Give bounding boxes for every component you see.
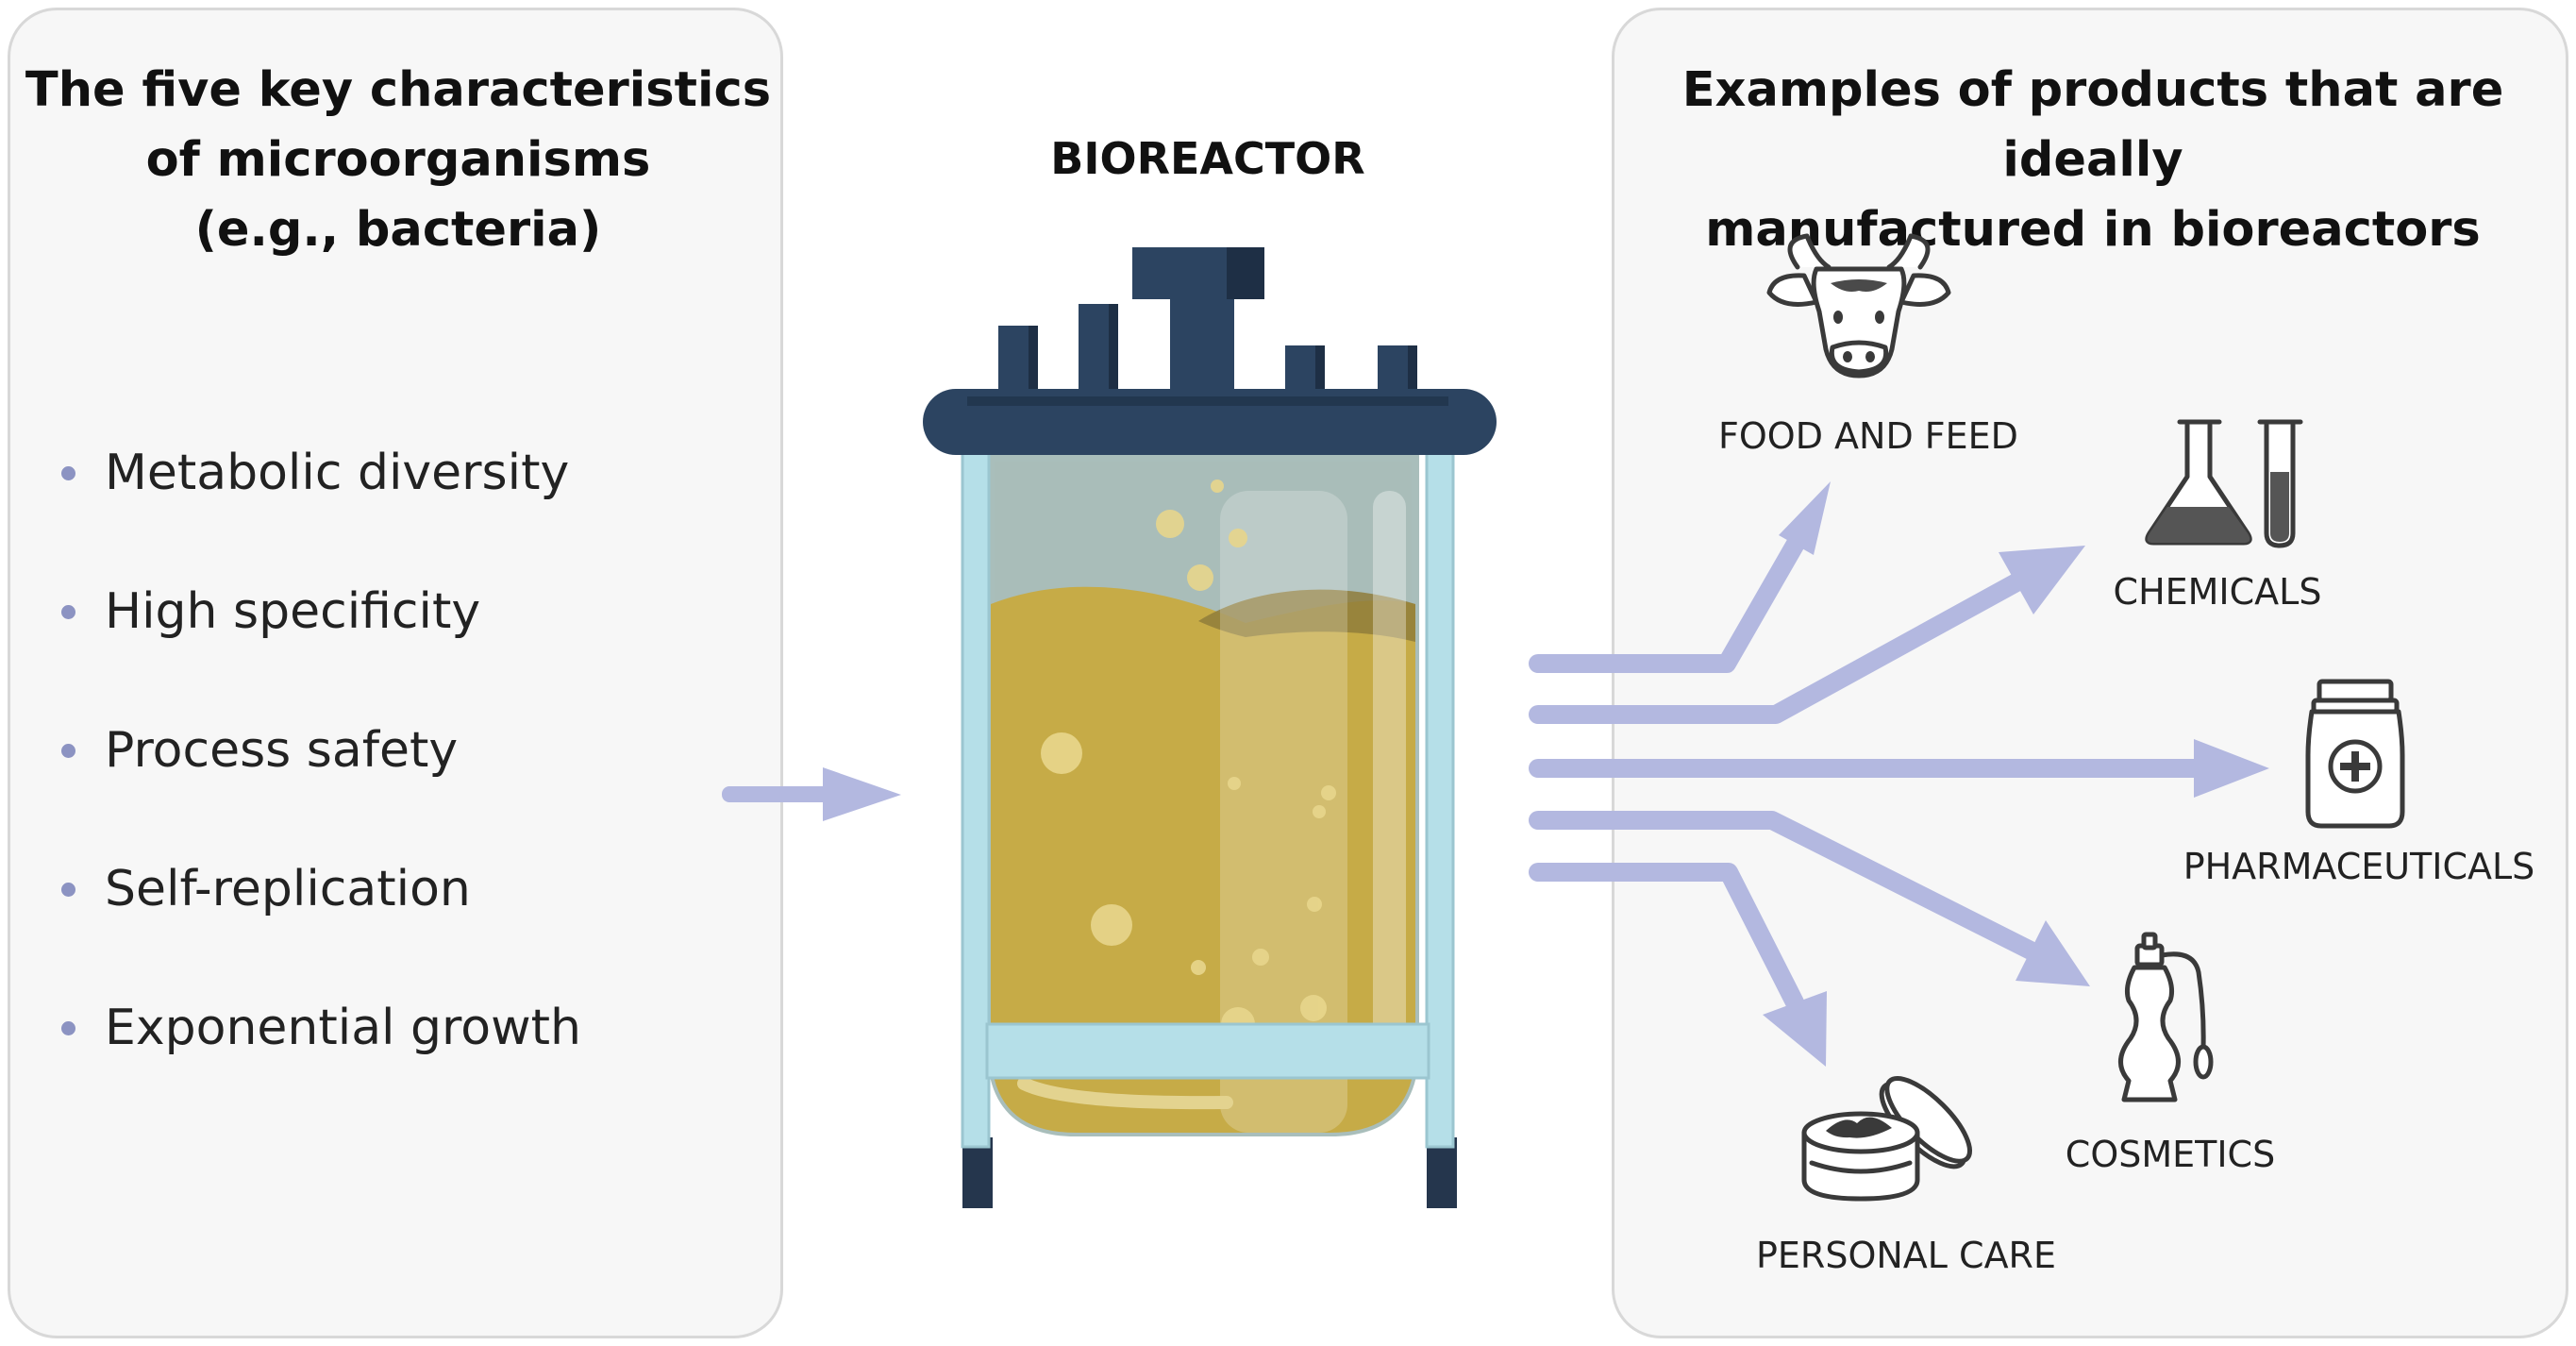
liquid-wave [1198,589,1415,642]
input-arrow [722,767,901,821]
bioreactor-title: BIOREACTOR [1050,133,1365,184]
frame-crossbar [985,1022,1430,1080]
cow-head-icon [1766,233,1951,379]
flask-and-test-tube-icon [2145,419,2303,548]
bubbles [1041,480,1336,1041]
characteristics-panel: The five key characteristics of microorg… [8,8,783,1338]
characteristic-item: Metabolic diversity [61,433,581,572]
product-label-chemicals: CHEMICALS [2113,571,2322,613]
frame-post [961,446,991,1149]
characteristic-item: Process safety [61,711,581,850]
lid-fittings [998,247,1417,412]
product-label-personal-care: PERSONAL CARE [1756,1235,2056,1276]
characteristic-item: High specificity [61,572,581,711]
characteristics-title: The five key characteristics of microorg… [20,56,777,265]
characteristics-title-line: The five key characteristics [25,62,772,118]
bioreactor-leg [962,1137,993,1208]
products-title-line: manufactured in bioreactors [1705,202,2481,258]
characteristic-item: Self-replication [61,850,581,988]
perfume-bottle-icon [2118,932,2214,1102]
product-label-pharmaceuticals: PHARMACEUTICALS [2183,846,2535,887]
arrow-to-chemicals [1529,573,2026,724]
arrowhead [1763,991,1827,1067]
arrowhead [2194,739,2269,798]
arrowhead [1999,546,2085,614]
cream-jar-icon [1801,1075,1973,1202]
arrowhead [1779,481,1831,555]
bioreactor-leg [1427,1137,1457,1208]
arrow-to-care [1529,863,1804,1012]
arrow-to-food [1529,534,1805,673]
products-title-line: Examples of products that are ideally [1681,62,2504,188]
characteristics-list: Metabolic diversity High specificity Pro… [61,433,581,1127]
products-panel: Examples of products that are ideally ma… [1612,8,2568,1338]
bioreactor-illustration [923,247,1497,1208]
characteristic-item: Exponential growth [61,988,581,1127]
glass-highlight [1220,491,1347,1133]
output-arrows [1529,534,2213,1012]
medicine-bottle-icon [2305,679,2405,829]
product-label-cosmetics: COSMETICS [2065,1134,2276,1175]
products-title: Examples of products that are ideally ma… [1624,56,2562,265]
glass-highlight [1373,491,1406,1057]
characteristics-title-line: of microorganisms [145,132,651,188]
arrowhead [2016,920,2090,986]
frame-post [1425,446,1455,1149]
product-label-food: FOOD AND FEED [1718,415,2018,457]
arrow-to-cosmetics [1529,811,2040,960]
characteristics-title-line: (e.g., bacteria) [194,202,602,258]
